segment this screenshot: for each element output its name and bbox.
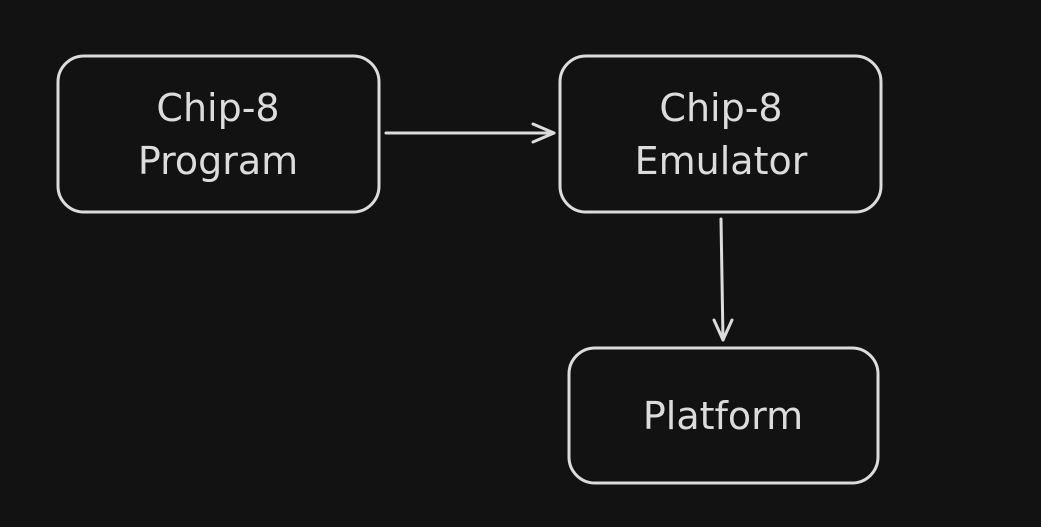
node-emulator[interactable]: Chip-8 Emulator	[558, 54, 883, 214]
node-program-label-line2: Program	[138, 139, 298, 183]
node-platform-label: Platform	[643, 394, 803, 438]
edge-emulator-to-platform	[712, 217, 734, 342]
node-emulator-label-line1: Chip-8	[659, 86, 782, 130]
node-platform-box	[567, 346, 880, 485]
node-emulator-label-line2: Emulator	[635, 139, 808, 183]
node-emulator-box	[558, 54, 883, 214]
node-platform[interactable]: Platform	[567, 346, 880, 485]
edge-program-to-emulator	[384, 122, 556, 144]
arrowhead-down-icon	[712, 318, 734, 342]
node-program[interactable]: Chip-8 Program	[56, 54, 381, 214]
edge-emulator-to-platform-line	[719, 217, 725, 342]
node-program-label-line1: Chip-8	[156, 86, 279, 130]
arrowhead-right-icon	[531, 122, 556, 144]
node-program-box	[56, 54, 381, 214]
